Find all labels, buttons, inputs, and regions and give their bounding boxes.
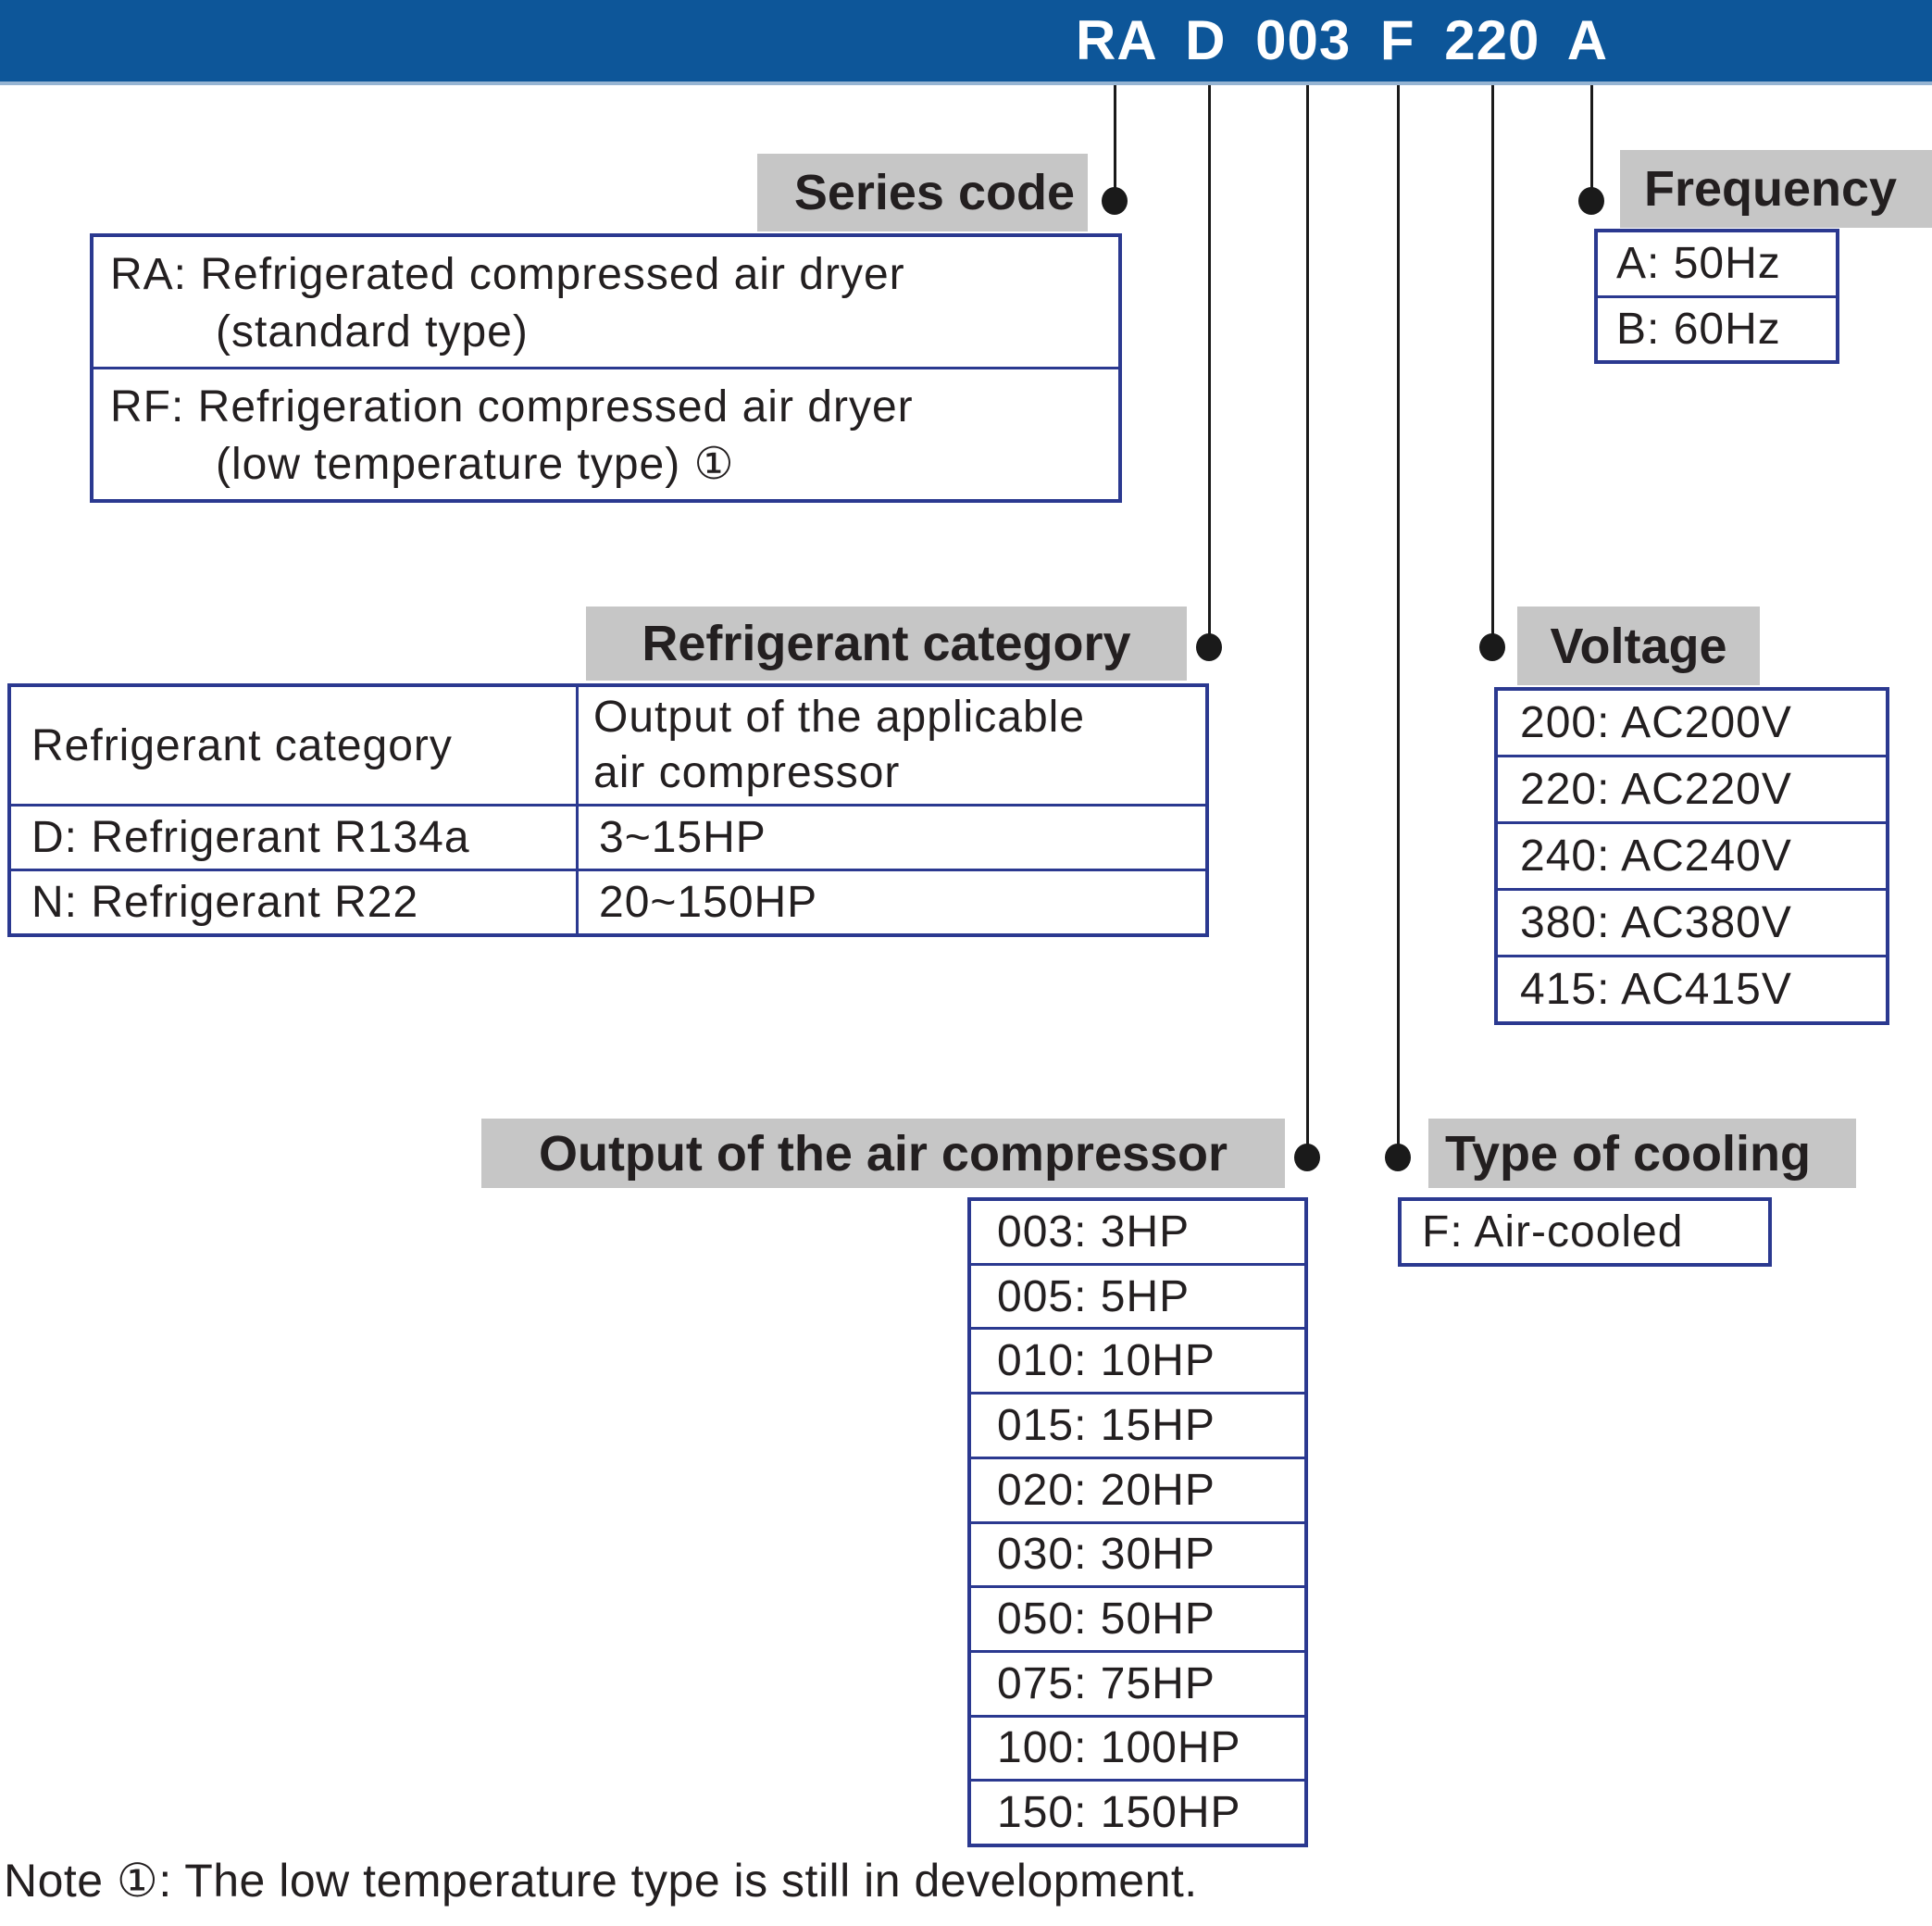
refrigerant-row-output: 3~15HP	[576, 804, 1205, 869]
output-item: 015: 15HP	[971, 1392, 1304, 1457]
output-compressor-box: 003: 3HP 005: 5HP 010: 10HP 015: 15HP 02…	[967, 1197, 1308, 1847]
refrigerant-row-category: N: Refrigerant R22	[11, 869, 576, 933]
type-of-cooling-label: Type of cooling	[1428, 1119, 1856, 1188]
type-of-cooling-box: F: Air-cooled	[1398, 1197, 1772, 1267]
connector-dot-type-of-cooling	[1385, 1144, 1411, 1171]
series-entry-subtext: (standard type)	[216, 307, 529, 356]
frequency-item: B: 60Hz	[1598, 294, 1836, 361]
output-item: 030: 30HP	[971, 1520, 1304, 1586]
voltage-box: 200: AC200V 220: AC220V 240: AC240V 380:…	[1494, 687, 1889, 1025]
frequency-box: A: 50Hz B: 60Hz	[1594, 229, 1839, 364]
series-entry-rf: RF: Refrigeration compressed air dryer (…	[93, 367, 1118, 499]
refrigerant-table-header-col2: Output of the applicable air compressor	[576, 687, 1205, 804]
connector-dot-series-code	[1102, 187, 1128, 215]
refrigerant-header-line: Output of the applicable	[593, 693, 1086, 742]
output-item: 075: 75HP	[971, 1649, 1304, 1715]
connector-line-series-code	[1114, 85, 1116, 201]
voltage-item: 380: AC380V	[1498, 888, 1886, 955]
voltage-item: 220: AC220V	[1498, 755, 1886, 821]
output-item: 005: 5HP	[971, 1262, 1304, 1328]
refrigerant-row-category: D: Refrigerant R134a	[11, 804, 576, 869]
frequency-item: A: 50Hz	[1616, 239, 1781, 289]
output-item: 010: 10HP	[971, 1327, 1304, 1392]
connector-dot-voltage	[1479, 633, 1505, 661]
output-item: 020: 20HP	[971, 1456, 1304, 1521]
series-entry-ra: RA: Refrigerated compressed air dryer (s…	[93, 237, 1118, 367]
output-item: 050: 50HP	[971, 1585, 1304, 1650]
connector-dot-output-compressor	[1294, 1144, 1320, 1171]
series-entry-subtext: (low temperature type) ①	[216, 440, 735, 489]
model-code: RA D 003 F 220 A	[1076, 9, 1609, 71]
output-item: 100: 100HP	[971, 1714, 1304, 1780]
footnote: Note ①: The low temperature type is stil…	[4, 1855, 1198, 1907]
refrigerant-header-line: air compressor	[593, 748, 901, 797]
frequency-label: Frequency	[1620, 150, 1932, 228]
output-item: 150: 150HP	[971, 1779, 1304, 1844]
output-compressor-label: Output of the air compressor	[481, 1119, 1285, 1188]
series-entry-text: RA: Refrigerated compressed air dryer	[110, 250, 905, 299]
refrigerant-category-label: Refrigerant category	[586, 607, 1187, 681]
series-code-label: Series code	[757, 154, 1088, 231]
series-code-box: RA: Refrigerated compressed air dryer (s…	[90, 233, 1122, 503]
connector-dot-refrigerant-category	[1196, 633, 1222, 661]
connector-line-refrigerant-category	[1208, 85, 1211, 647]
refrigerant-row-output: 20~150HP	[576, 869, 1205, 933]
connector-line-frequency	[1590, 85, 1593, 201]
voltage-item: 240: AC240V	[1498, 821, 1886, 888]
connector-line-type-of-cooling	[1397, 85, 1400, 1157]
connector-line-output-compressor	[1306, 85, 1309, 1157]
cooling-item: F: Air-cooled	[1422, 1207, 1684, 1257]
refrigerant-category-table: Refrigerant category Output of the appli…	[7, 683, 1209, 937]
connector-line-voltage	[1491, 85, 1494, 647]
series-entry-text: RF: Refrigeration compressed air dryer	[110, 382, 914, 431]
voltage-item: 415: AC415V	[1498, 955, 1886, 1021]
voltage-item: 200: AC200V	[1520, 698, 1792, 747]
refrigerant-table-header-col1: Refrigerant category	[31, 720, 453, 770]
connector-dot-frequency	[1578, 187, 1604, 215]
voltage-label: Voltage	[1517, 607, 1760, 685]
output-item: 003: 3HP	[997, 1207, 1190, 1257]
banner: RA D 003 F 220 A	[0, 0, 1932, 85]
